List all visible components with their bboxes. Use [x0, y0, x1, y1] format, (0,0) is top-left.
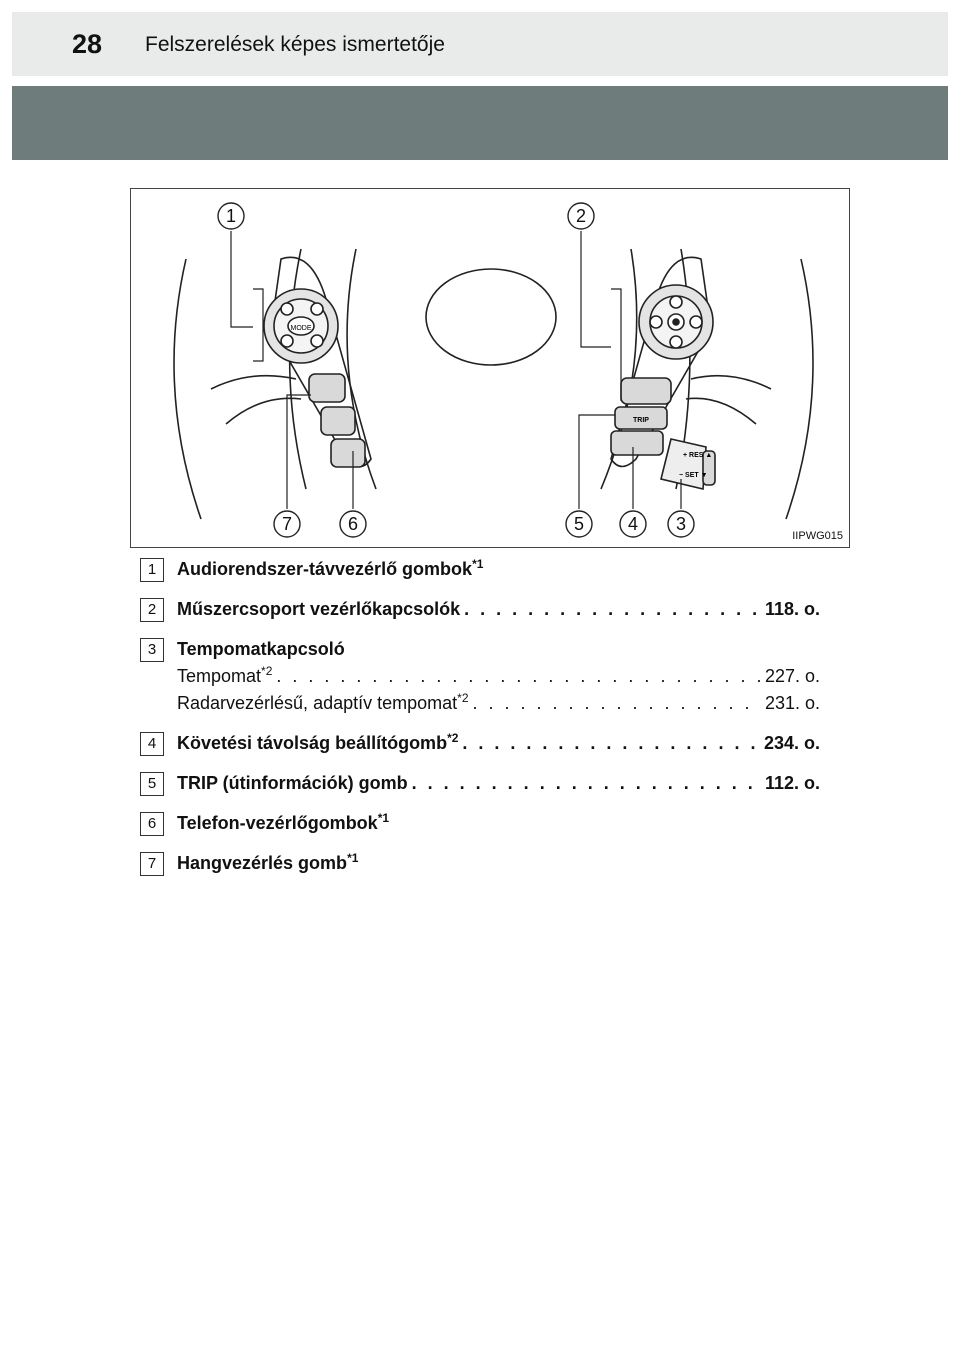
page-reference[interactable]: 118. o.	[764, 599, 820, 619]
callout-5: 5	[574, 514, 584, 534]
dot-leader: . . . . . . . . . . . . . . . . . . . . …	[462, 733, 760, 753]
page-header: 28 Felszerelések képes ismertetője	[12, 12, 948, 76]
list-item: 2 Műszercsoport vezérlőkapcsolók . . . .…	[140, 596, 820, 623]
page-number: 28	[72, 29, 103, 59]
item-number: 1	[140, 558, 164, 582]
callout-4: 4	[628, 514, 638, 534]
callout-6: 6	[348, 514, 358, 534]
section-banner	[12, 86, 948, 160]
footnote-marker: *2	[261, 664, 273, 678]
figure-code: IIPWG015	[792, 530, 843, 542]
page-reference[interactable]: 231. o.	[764, 693, 820, 713]
item-number: 7	[140, 852, 164, 876]
item-title: Audiorendszer-távvezérlő gombok	[177, 559, 473, 579]
item-title: Telefon-vezérlőgombok	[177, 813, 378, 833]
list-item: 1 Audiorendszer-távvezérlő gombok*1	[140, 556, 820, 583]
steering-wheel-illustration: MODE TRIP + RES ▲ − SET ▼ 1 2	[173, 202, 814, 538]
item-title: TRIP (útinformációk) gomb	[177, 773, 408, 793]
dot-leader: . . . . . . . . . . . . . . . . . . . . …	[472, 693, 761, 713]
item-title: Tempomatkapcsoló	[177, 639, 345, 659]
footnote-marker: *1	[472, 557, 484, 571]
list-item: 6 Telefon-vezérlőgombok*1	[140, 810, 820, 837]
page-reference[interactable]: 227. o.	[764, 666, 820, 686]
item-title: Követési távolság beállítógomb	[177, 733, 448, 753]
trip-button-label: TRIP	[633, 417, 649, 424]
section-title: Felszerelések képes ismertetője	[145, 33, 445, 56]
list-item: 7 Hangvezérlés gomb*1	[140, 850, 820, 877]
page-reference[interactable]: 112. o.	[764, 773, 820, 793]
dot-leader: . . . . . . . . . . . . . . . . . . . . …	[411, 773, 761, 793]
dot-leader: . . . . . . . . . . . . . . . . . . . . …	[464, 599, 761, 619]
legend-list: 1 Audiorendszer-távvezérlő gombok*1 2 Mű…	[140, 556, 820, 890]
item-number: 6	[140, 812, 164, 836]
item-number: 3	[140, 638, 164, 662]
res-label: + RES ▲	[683, 452, 712, 459]
footnote-marker: *2	[457, 691, 469, 705]
mode-button-label: MODE	[291, 325, 312, 332]
list-item: 5 TRIP (útinformációk) gomb . . . . . . …	[140, 770, 820, 797]
item-title: Műszercsoport vezérlőkapcsolók	[177, 599, 461, 619]
page-reference[interactable]: 234. o.	[763, 733, 820, 753]
footnote-marker: *1	[347, 851, 359, 865]
steering-wheel-figure: MODE TRIP + RES ▲ − SET ▼ 1 2	[130, 188, 850, 548]
footnote-marker: *2	[447, 731, 459, 745]
set-label: − SET ▼	[679, 472, 708, 479]
callout-2: 2	[576, 206, 586, 226]
sub-item-label: Tempomat	[177, 666, 262, 686]
callout-3: 3	[676, 514, 686, 534]
item-number: 4	[140, 732, 164, 756]
list-item: 4 Követési távolság beállítógomb*2 . . .…	[140, 730, 820, 757]
sub-item-label: Radarvezérlésű, adaptív tempomat	[177, 693, 458, 713]
callout-7: 7	[282, 514, 292, 534]
item-number: 5	[140, 772, 164, 796]
item-number: 2	[140, 598, 164, 622]
list-item: 3 Tempomatkapcsoló Tempomat*2 . . . . . …	[140, 636, 820, 717]
item-title: Hangvezérlés gomb	[177, 853, 348, 873]
footnote-marker: *1	[377, 811, 390, 825]
dot-leader: . . . . . . . . . . . . . . . . . . . . …	[276, 666, 761, 686]
callout-1: 1	[226, 206, 236, 226]
